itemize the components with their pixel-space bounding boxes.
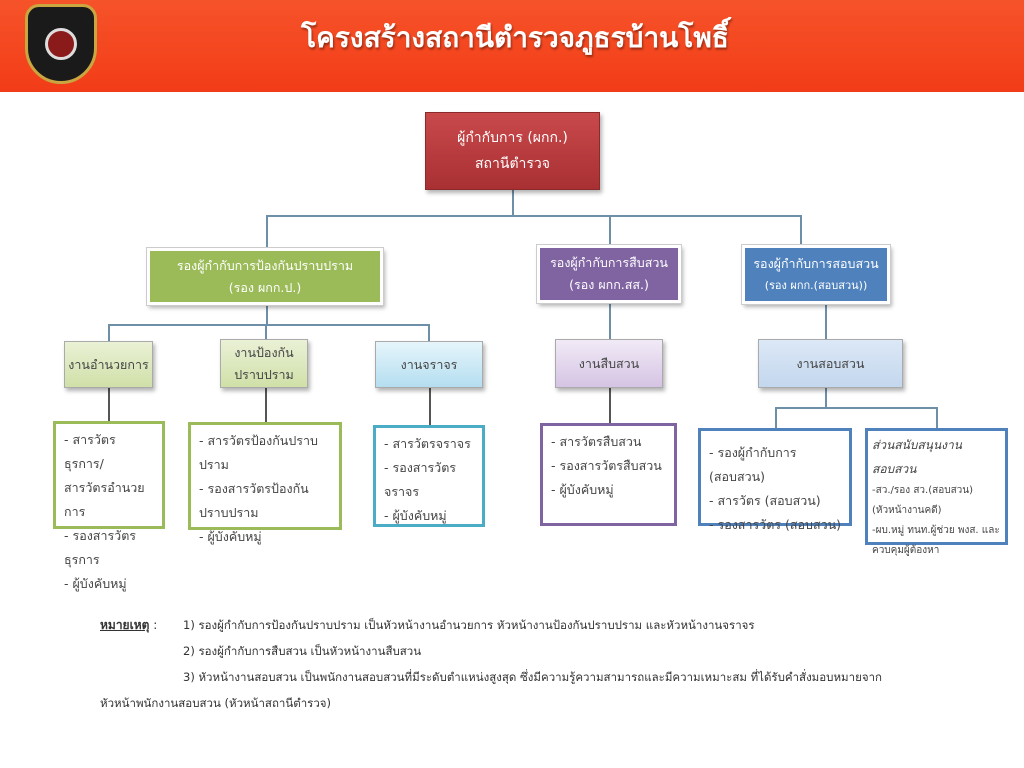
unit-inquiry-box: งานสอบสวน xyxy=(758,339,903,388)
staff-item: (หัวหน้างานคดี) xyxy=(872,505,942,516)
connector xyxy=(512,190,514,216)
staff-item: - ผู้บังคับหมู่ xyxy=(199,529,262,544)
notes-colon: : xyxy=(153,618,158,632)
staff-item: ควบคุมผู้ต้องหา xyxy=(872,545,940,556)
unit-investigation-box: งานสืบสวน xyxy=(555,339,663,388)
box-label: สถานีตำรวจ xyxy=(475,156,550,172)
notes-label: หมายเหตุ : xyxy=(100,612,157,638)
deputy-prevention-box: รองผู้กำกับการป้องกันปราบปราม (รอง ผกก.ป… xyxy=(146,247,384,306)
box-label: งานอำนวยการ xyxy=(68,356,149,372)
box-label: รองผู้กำกับการสอบสวน xyxy=(753,255,879,271)
staff-item: - รองผู้กำกับการ (สอบสวน) xyxy=(709,445,797,484)
staff-traffic-box: - สารวัตรจราจร - รองสารวัตรจราจร - ผู้บั… xyxy=(373,425,485,527)
superintendent-box: ผู้กำกับการ (ผกก.) สถานีตำรวจ xyxy=(425,112,600,190)
box-label: ปราบปราม xyxy=(234,366,294,382)
notes-heading: หมายเหตุ xyxy=(100,618,150,632)
deputy-inquiry-box: รองผู้กำกับการสอบสวน (รอง ผกก.(สอบสวน)) xyxy=(741,244,891,305)
unit-prevention-box: งานป้องกัน ปราบปราม xyxy=(220,339,308,388)
connector xyxy=(609,388,611,423)
staff-prevention-box: - สารวัตรป้องกันปราบปราม - รองสารวัตรป้อ… xyxy=(188,422,342,544)
deputy-investigation-box: รองผู้กำกับการสืบสวน (รอง ผกก.สส.) xyxy=(536,244,682,304)
staff-inquiry-box: - รองผู้กำกับการ (สอบสวน) - สารวัตร (สอบ… xyxy=(698,428,852,532)
box-label: (รอง ผกก.(สอบสวน)) xyxy=(764,278,868,292)
connector xyxy=(428,324,430,341)
staff-item: -ผบ.หมู่ ทนท.ผู้ช่วย พงส. และ xyxy=(872,525,1000,536)
staff-item: - ผู้บังคับหมู่ xyxy=(384,508,447,523)
box-label: รองผู้กำกับการสืบสวน xyxy=(550,255,668,270)
staff-item: - สารวัตรธุรการ/ xyxy=(64,432,116,471)
staff-item: -สว./รอง สว.(สอบสวน) xyxy=(872,485,974,496)
box-label: งานสืบสวน xyxy=(578,355,640,371)
support-heading: ส่วนสนับสนุนงานสอบสวน xyxy=(872,438,962,476)
connector xyxy=(429,388,431,425)
connector xyxy=(108,388,110,421)
staff-item: - รองสารวัตรสืบสวน xyxy=(551,458,662,473)
staff-item: - สารวัตรจราจร xyxy=(384,436,471,451)
staff-item: - รองสารวัตรป้องกัน xyxy=(199,481,309,496)
staff-item: - สารวัตรสืบสวน xyxy=(551,434,642,449)
connector xyxy=(936,407,938,428)
connector xyxy=(609,215,611,245)
staff-item: สารวัตรอำนวยการ xyxy=(64,480,145,519)
note-item: 1) รองผู้กำกับการป้องกันปราบปราม เป็นหัว… xyxy=(183,618,755,632)
staff-investigation-box: - สารวัตรสืบสวน - รองสารวัตรสืบสวน - ผู้… xyxy=(540,423,677,526)
unit-administration-box: งานอำนวยการ xyxy=(64,341,153,388)
connector xyxy=(825,388,827,408)
staff-administration-box: - สารวัตรธุรการ/ สารวัตรอำนวยการ - รองสา… xyxy=(53,421,165,591)
unit-traffic-box: งานจราจร xyxy=(375,341,483,388)
inquiry-support-box: ส่วนสนับสนุนงานสอบสวน -สว./รอง สว.(สอบสว… xyxy=(865,428,1008,556)
box-label: รองผู้กำกับการป้องกันปราบปราม xyxy=(176,257,354,273)
connector xyxy=(800,215,802,245)
connector xyxy=(266,215,801,217)
box-label: งานป้องกัน xyxy=(234,344,294,360)
staff-item: ปราบปราม xyxy=(199,505,259,520)
connector xyxy=(108,324,110,341)
box-label: งานจราจร xyxy=(400,356,458,372)
staff-item: - รองสารวัตรจราจร xyxy=(384,460,457,499)
box-label: (รอง ผกก.ป.) xyxy=(228,279,302,295)
connector xyxy=(775,407,777,428)
staff-item: - สารวัตรป้องกันปราบปราม xyxy=(199,433,318,472)
connector xyxy=(265,388,267,422)
connector xyxy=(266,305,268,325)
staff-item: - รองสารวัตรธุรการ xyxy=(64,528,137,567)
box-label: งานสอบสวน xyxy=(796,355,865,371)
connector xyxy=(825,304,827,339)
page-title: โครงสร้างสถานีตำรวจภูธรบ้านโพธิ์ xyxy=(301,21,729,54)
staff-item: - สารวัตร (สอบสวน) xyxy=(709,493,821,508)
box-label: ผู้กำกับการ (ผกก.) xyxy=(457,130,568,146)
connector xyxy=(265,324,267,339)
staff-item: - ผู้บังคับหมู่ xyxy=(551,482,614,497)
box-label: (รอง ผกก.สส.) xyxy=(569,277,649,292)
note-item: 3) หัวหน้างานสอบสวน เป็นพนักงานสอบสวนที่… xyxy=(183,670,882,684)
police-station-logo-icon xyxy=(25,4,97,84)
staff-item: - รองสารวัตร (สอบสวน) xyxy=(709,517,842,532)
notes-list: 1) รองผู้กำกับการป้องกันปราบปราม เป็นหัว… xyxy=(183,612,882,690)
connector xyxy=(108,324,429,326)
note-item: 2) รองผู้กำกับการสืบสวน เป็นหัวหน้างานสื… xyxy=(183,644,422,658)
connector xyxy=(775,407,937,409)
note-continuation: หัวหน้าพนักงานสอบสวน (หัวหน้าสถานีตำรวจ) xyxy=(100,696,332,710)
connector xyxy=(266,215,268,248)
connector xyxy=(609,303,611,339)
staff-item: - ผู้บังคับหมู่ xyxy=(64,576,127,591)
header-banner: โครงสร้างสถานีตำรวจภูธรบ้านโพธิ์ xyxy=(0,0,1024,92)
